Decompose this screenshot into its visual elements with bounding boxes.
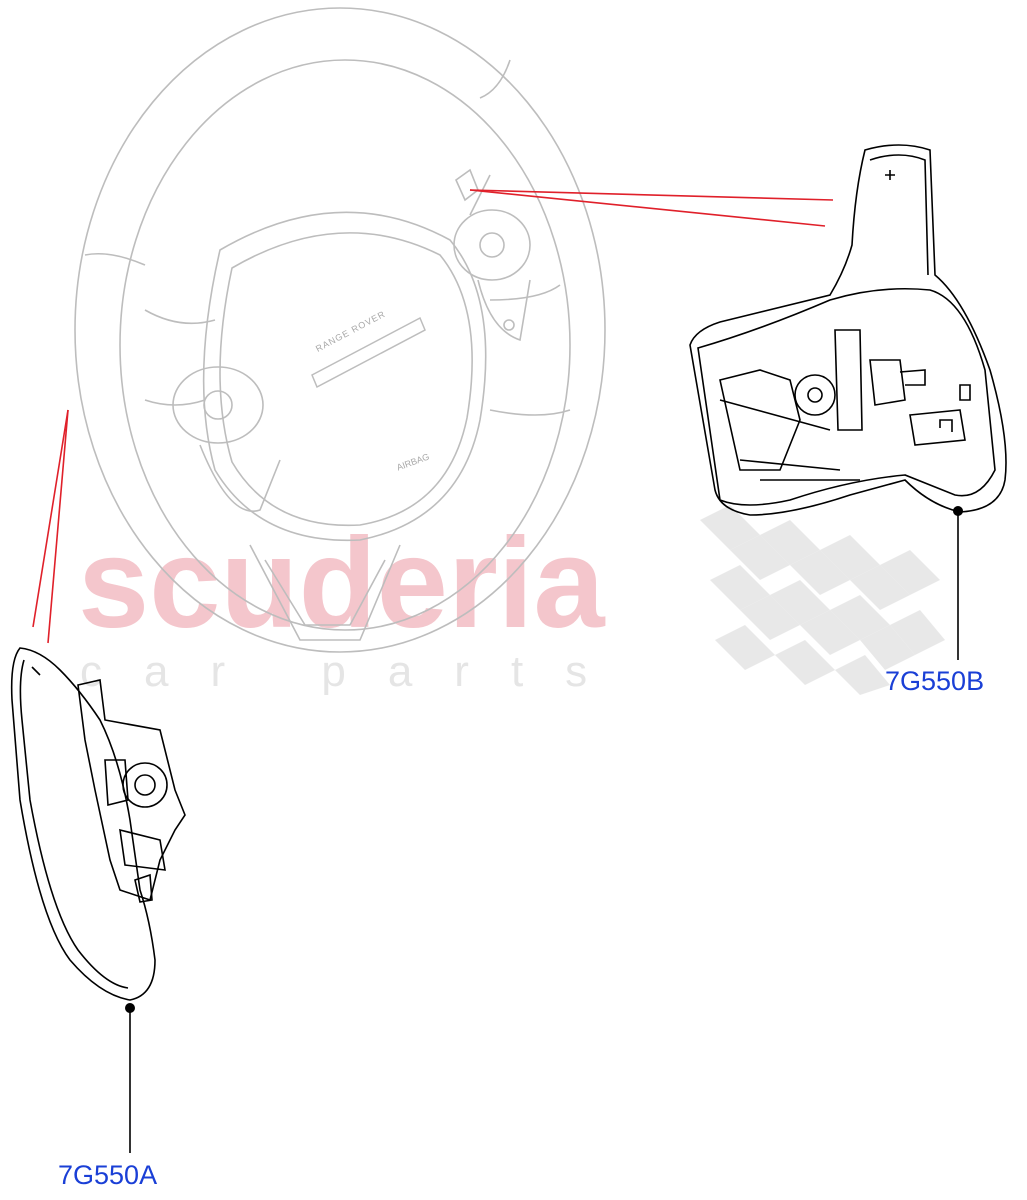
callout-label-7g550a[interactable]: 7G550A — [58, 1160, 158, 1190]
steering-wheel — [74, 7, 606, 653]
callout-leader-b — [953, 506, 963, 660]
leader-lines — [32, 189, 834, 644]
callout-leader-a — [125, 1003, 135, 1153]
callout-label-7g550b[interactable]: 7G550B — [885, 666, 985, 696]
checkered-flag-watermark — [700, 505, 945, 695]
paddle-shifter-left — [10, 647, 186, 1001]
paddle-shifter-right — [689, 144, 1007, 516]
watermark-tagline: car parts — [80, 647, 630, 696]
badge-frame — [311, 316, 426, 389]
